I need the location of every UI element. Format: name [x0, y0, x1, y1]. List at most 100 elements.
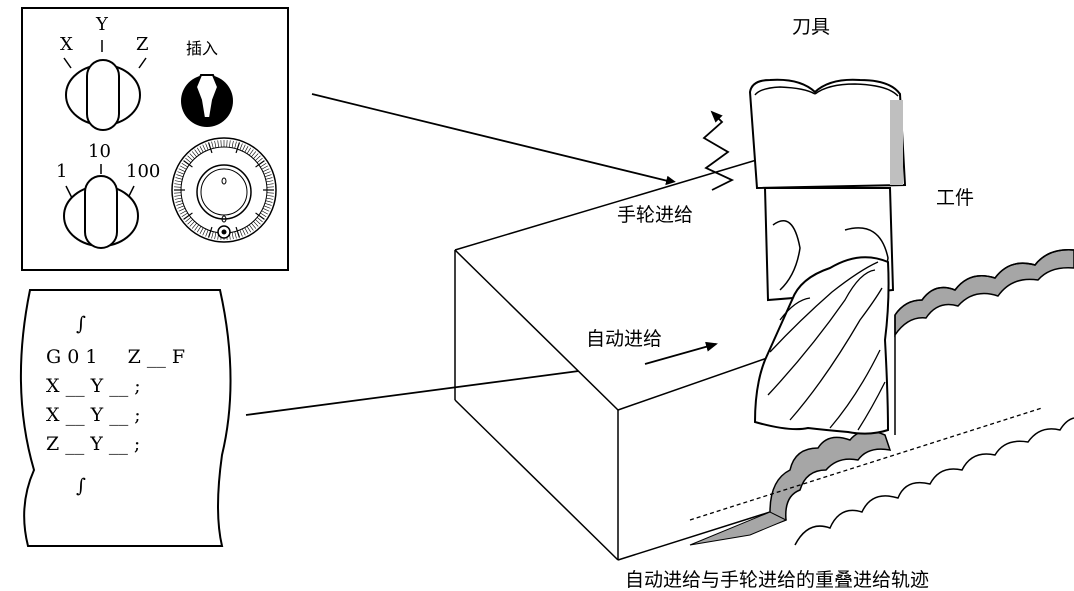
handwheel-scale-tick: [231, 140, 234, 148]
handwheel-scale-tick: [263, 205, 271, 209]
lower-cut-shaded: [769, 430, 892, 528]
tool-shank: [748, 78, 907, 190]
handwheel-scale-tick: [202, 228, 206, 236]
handwheel-scale-tick: [266, 197, 274, 200]
handwheel-index-mark: [221, 177, 227, 185]
handwheel-scale-tick: [255, 155, 261, 161]
handwheel-scale-tick: [196, 147, 202, 154]
handwheel-scale-tick: [175, 177, 183, 180]
handwheel-scale-tick: [256, 157, 263, 163]
handwheel-scale-tick: [255, 160, 265, 168]
handwheel-scale-tick: [181, 162, 188, 168]
handwheel-scale-tick: [266, 180, 274, 183]
block-edge-back: [454, 155, 771, 251]
handwheel-scale-tick: [191, 151, 197, 158]
axis-tick-x: [63, 57, 72, 69]
handwheel-scale-tick: [214, 232, 217, 240]
handwheel-scale-tick: [202, 144, 206, 152]
handwheel-scale-tick: [194, 224, 199, 231]
multiplier-knob-handle: [84, 175, 118, 249]
handwheel-scale-tick: [263, 171, 271, 175]
program-line-3: X __ Y __ ;: [46, 375, 141, 397]
multiplier-label-10: 10: [88, 141, 111, 162]
handwheel-scale-tick: [205, 143, 209, 151]
operator-panel: X Y Z 插入 1 10 100: [21, 7, 289, 271]
handwheel-scale-tick: [234, 141, 237, 149]
program-to-auto-feed-arrow: [245, 363, 611, 416]
tool-flute-edge-1: [769, 261, 879, 353]
caption-label: 自动进给与手轮进给的重叠进给轨迹: [625, 569, 929, 591]
handwheel-scale-tick: [174, 195, 182, 197]
handwheel-scale-tick: [265, 200, 273, 203]
insert-label: 插入: [186, 39, 218, 58]
tool-label: 刀具: [792, 16, 830, 38]
handwheel-scale-tick: [176, 174, 184, 177]
handwheel-scale-tick: [211, 141, 214, 149]
handwheel-scale-tick: [185, 217, 192, 223]
handwheel-scale-tick: [264, 203, 272, 206]
handwheel-scale-tick: [246, 147, 252, 154]
handwheel-scale-tick: [262, 208, 270, 212]
tool-flute-edge-6: [779, 297, 811, 321]
handwheel-scale-tick: [183, 160, 193, 168]
handwheel-scale-tick: [249, 224, 254, 231]
handwheel-dial-inner: [200, 168, 248, 216]
workpiece-label: 工件: [936, 187, 974, 209]
handwheel-scale-tick: [189, 153, 195, 159]
handwheel-scale-tick: [253, 153, 259, 159]
axis-label-z: Z: [136, 34, 149, 55]
tool-flute-upper-1: [772, 220, 801, 291]
block-edge-bottom-front: [617, 511, 771, 561]
multiplier-switch[interactable]: 1 10 100: [56, 141, 160, 249]
handwheel-scale-tick: [244, 227, 249, 234]
overlapped-feed-path: [689, 407, 1043, 521]
handwheel-scale-tick: [174, 180, 182, 183]
axis-selector-switch[interactable]: X Y Z: [60, 14, 149, 131]
handwheel-scale: [174, 140, 274, 240]
end-mill-tool: [748, 78, 907, 435]
axis-label-x: X: [60, 34, 73, 55]
tool-flute-edge-3: [789, 287, 883, 421]
handwheel-scale-tick: [187, 219, 193, 225]
program-line-4: X __ Y __ ;: [46, 404, 141, 426]
axis-knob-handle: [86, 59, 120, 131]
handwheel-scale-tick: [174, 183, 182, 185]
handwheel-scale-tick: [260, 162, 267, 168]
handwheel-scale-tick: [178, 168, 186, 172]
handwheel-crank-center: [221, 229, 227, 235]
handwheel-scale-tick: [199, 227, 204, 234]
handwheel-scale-tick: [249, 149, 254, 156]
handwheel-scale-tick: [189, 221, 195, 227]
handwheel-lower-mark: [221, 215, 227, 223]
handwheel-scale-tick: [246, 226, 252, 233]
handwheel-scale-tick: [229, 140, 231, 148]
handwheel-scale-tick: [194, 149, 199, 156]
block-edge-front-top: [617, 356, 771, 411]
block-edge-left: [454, 249, 619, 411]
handwheel-scale-tick: [265, 177, 273, 180]
handwheel-scale-tick: [207, 226, 213, 238]
handwheel-scale-tick: [175, 200, 183, 203]
tool-flute-edge-2: [767, 269, 876, 396]
handwheel-scale-tick: [231, 232, 234, 240]
handwheel-scale-tick: [187, 155, 193, 161]
handwheel-motion-zigzag: [702, 110, 735, 191]
handwheel-scale-tick: [183, 212, 193, 220]
handwheel-scale-tick: [177, 171, 185, 175]
tool-shank-top: [754, 83, 899, 97]
handwheel-scale-tick: [176, 203, 184, 206]
program-line-1: ∫: [76, 313, 86, 335]
program-line-6: ∫: [76, 475, 86, 497]
nc-program-sheet: ∫ G 0 1 Z __ F X __ Y __ ; X __ Y __ ; Z…: [19, 289, 232, 547]
handwheel-feed-label: 手轮进给: [617, 204, 693, 226]
handwheel-scale-tick: [177, 205, 185, 209]
handwheel-scale-tick: [242, 228, 246, 236]
handwheel[interactable]: [171, 137, 277, 243]
handwheel-scale-tick: [214, 140, 217, 148]
handwheel-scale-tick: [217, 140, 219, 148]
handwheel-scale-tick: [239, 229, 243, 237]
handwheel-scale-tick: [261, 165, 268, 170]
program-line-2: G 0 1 Z __ F: [46, 346, 185, 368]
insert-switch[interactable]: 插入: [181, 39, 233, 127]
handwheel-scale-tick: [199, 146, 204, 153]
